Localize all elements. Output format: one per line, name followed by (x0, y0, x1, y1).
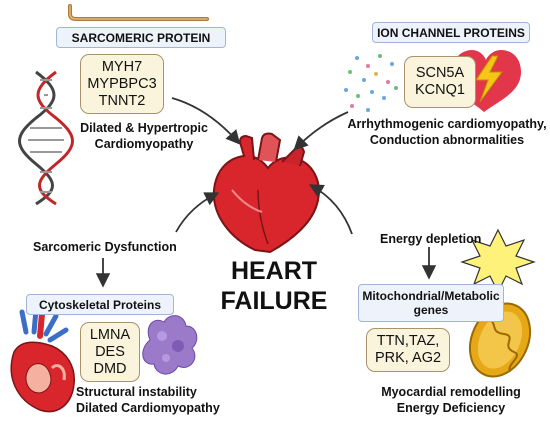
sarcomeric-caption: Dilated & Hypertropic Cardiomyopathy (80, 121, 208, 151)
sarcomeric-dysfunction-text: Sarcomeric Dysfunction (33, 240, 177, 254)
arrow-sarcomeric (171, 97, 241, 145)
anatomical-heart-icon (10, 307, 75, 413)
sarcomeric-protein-label: SARCOMERIC PROTEIN (56, 27, 226, 48)
gene-name: MYPBPC3 (87, 75, 157, 92)
gene-name: TNNT2 (98, 92, 146, 109)
mitochondrial-label: Mitochondrial/Metabolic genes (358, 284, 504, 322)
arrow-cytoskeletal (175, 192, 220, 233)
mitochondrial-caption: Myocardial remodelling Energy Deficiency (381, 385, 521, 415)
cytoskeletal-proteins-label: Cytoskeletal Proteins (26, 294, 174, 315)
arrow-mitochondrial (308, 184, 353, 235)
mitochondrial-gene-box: TTN,TAZ, PRK, AG2 (366, 328, 450, 372)
gene-name: PRK, AG2 (374, 350, 442, 366)
arrow-ion-channel (293, 111, 349, 151)
ion-channel-gene-box: SCN5A KCNQ1 (404, 56, 476, 108)
ion-channel-label: ION CHANNEL PROTEINS (372, 22, 530, 43)
gene-name: SCN5A (415, 65, 465, 81)
gene-name: KCNQ1 (415, 82, 465, 98)
dna-helix-icon (18, 70, 74, 206)
myosin-filament-icon (68, 4, 209, 21)
heart-icon (212, 132, 320, 254)
gene-name: LMNA (89, 326, 131, 343)
ion-channel-caption: Arrhythmogenic cardiomyopathy, Conductio… (347, 117, 547, 147)
cytoskeletal-caption: Structural instability Dilated Cardiomyo… (76, 385, 220, 415)
energy-depletion-text: Energy depletion (380, 232, 482, 246)
protein-blob-icon (142, 315, 198, 375)
sarcomeric-gene-box: MYH7 MYPBPC3 TNNT2 (80, 54, 164, 114)
ion-particles-icon (344, 54, 398, 112)
arrows (95, 97, 437, 288)
gene-name: DMD (93, 360, 127, 377)
gene-name: MYH7 (101, 58, 143, 75)
gene-name: TTN,TAZ, (376, 333, 440, 349)
heart-failure-title: HEART FAILURE (220, 257, 328, 315)
gene-name: DES (95, 343, 125, 360)
cytoskeletal-gene-box: LMNA DES DMD (80, 322, 140, 382)
